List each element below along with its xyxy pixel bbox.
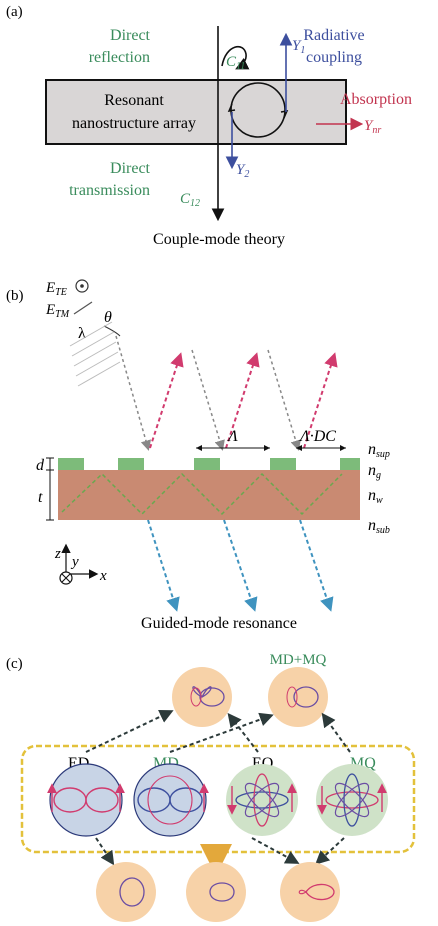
wavefront-lines bbox=[69, 321, 121, 387]
mq-pattern-circle bbox=[316, 764, 388, 836]
theta-label: θ bbox=[104, 309, 112, 326]
radiative-label-line2: coupling bbox=[306, 49, 362, 66]
direct-transmission-line2: transmission bbox=[69, 182, 150, 199]
n-w-label: nw bbox=[368, 487, 383, 506]
n-sup-label: nsup bbox=[368, 441, 390, 460]
top-right-combo-label: MD+MQ bbox=[270, 652, 327, 668]
reflection-arrow bbox=[221, 45, 250, 70]
transmitted-rays bbox=[147, 519, 334, 612]
resonant-array-box bbox=[45, 79, 347, 145]
top-combo-arrows bbox=[85, 709, 351, 753]
te-out-of-plane-icon bbox=[75, 279, 89, 293]
direct-transmission-line1: Direct bbox=[110, 160, 151, 177]
ynr-label: Ynr bbox=[364, 118, 381, 136]
y-axis-label: y bbox=[70, 554, 79, 570]
grating-teeth bbox=[58, 458, 360, 470]
n-g-label: ng bbox=[368, 462, 381, 481]
panel-b-caption: Guided-mode resonance bbox=[141, 615, 297, 632]
y1-label: Y1 bbox=[292, 38, 305, 56]
resonant-label-line2: nanostructure array bbox=[72, 115, 196, 132]
x-axis-label: x bbox=[99, 568, 107, 584]
absorption-label: Absorption bbox=[340, 91, 412, 108]
panel-b-label: (b) bbox=[6, 288, 24, 304]
period-label: Λ bbox=[226, 428, 238, 445]
radiative-label-line1: Radiative bbox=[303, 27, 364, 44]
bottom-right-pattern-circle bbox=[280, 862, 340, 922]
period-dc-label: Λ·DC bbox=[298, 428, 336, 445]
direct-reflection-line2: reflection bbox=[89, 49, 150, 66]
panel-c: (c) MD+MQ ED MD EQ MQ bbox=[6, 652, 416, 922]
t-label: t bbox=[38, 489, 43, 506]
panel-a-caption: Couple-mode theory bbox=[153, 231, 285, 248]
bottom-mid-pattern-circle bbox=[186, 862, 246, 922]
n-sub-label: nsub bbox=[368, 517, 390, 536]
panel-c-label: (c) bbox=[6, 656, 23, 672]
d-label: d bbox=[36, 457, 45, 474]
resonant-label-line1: Resonant bbox=[104, 92, 164, 109]
lambda-label: λ bbox=[78, 325, 86, 342]
eq-pattern-circle bbox=[226, 764, 298, 836]
y2-label: Y2 bbox=[236, 162, 249, 180]
panel-a-label: (a) bbox=[6, 4, 23, 20]
c12-label: C12 bbox=[180, 191, 200, 209]
bottom-combo-arrows bbox=[95, 837, 345, 866]
direct-reflection-line1: Direct bbox=[110, 27, 151, 44]
bottom-left-pattern-circle bbox=[96, 862, 156, 922]
ete-label: ETE bbox=[45, 280, 67, 298]
incident-rays bbox=[115, 335, 301, 451]
z-axis-label: z bbox=[54, 546, 61, 562]
tm-polarization-icon bbox=[73, 301, 93, 315]
c11-label: C11 bbox=[226, 54, 245, 72]
waveguide-layer bbox=[58, 470, 360, 520]
panel-b: (b) ETE ETM θ λ bbox=[6, 279, 390, 632]
panel-a: (a) Direct reflection Radiative coupling… bbox=[6, 4, 412, 248]
top-right-pattern-circle bbox=[268, 667, 328, 727]
guided-mode-zigzag bbox=[61, 472, 343, 516]
etm-label: ETM bbox=[45, 302, 70, 320]
reflected-rays bbox=[149, 352, 338, 449]
